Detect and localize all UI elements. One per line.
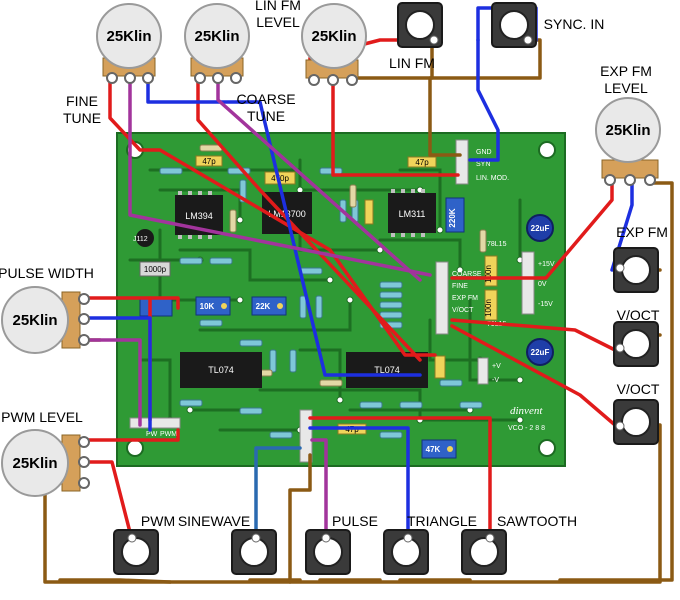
chip-tl074-b-label: TL074: [374, 365, 400, 375]
header-pw-label: PW: [146, 431, 158, 438]
sync-in-jack[interactable]: [491, 2, 537, 48]
sinewave-jack[interactable]: [231, 529, 277, 575]
lin-fm-level-pot-value: 25Klin: [311, 28, 356, 45]
exp-fm-level-pot-value: 25Klin: [605, 122, 650, 139]
header-syn-label: SYN: [476, 161, 490, 168]
cap-47p-b-label: 47p: [415, 158, 429, 167]
chip-lm311-label: LM311: [399, 209, 426, 219]
lin-fm-level-pot[interactable]: 25Klin: [301, 3, 367, 86]
pulse-width-pot[interactable]: 25Klin: [1, 286, 90, 354]
header-fine-label: FINE: [452, 283, 468, 290]
voct-jack-2[interactable]: [613, 399, 659, 445]
cap-47p-a-label: 47p: [202, 157, 216, 166]
header-lin-mod-label: LIN. MOD.: [476, 175, 509, 182]
electrolytic-b-label: 22uF: [531, 348, 550, 357]
fine-tune-pot-value: 25Klin: [106, 28, 151, 45]
cap-470p-label: 470p: [271, 174, 289, 183]
board-id-label: VCO - 2 8 8: [508, 425, 545, 432]
header-plus15v-label: +15V: [538, 261, 555, 268]
header-plus-v-label: +V: [492, 363, 501, 370]
pwm-level-pot-value: 25Klin: [12, 455, 57, 472]
diode-b-label: 100n: [484, 299, 493, 317]
fine-tune-pot[interactable]: 25Klin: [96, 3, 162, 84]
pwm-jack-label: PWM: [141, 513, 175, 529]
coarse-tune-pot-value: 25Klin: [194, 28, 239, 45]
trimmer-22k-label: 22K: [256, 302, 271, 311]
cap-1000p-label: 1000p: [144, 265, 167, 274]
voct-1-jack-label: V/OCT: [617, 307, 660, 323]
jacks: [113, 2, 659, 575]
pwm-jack[interactable]: [113, 529, 159, 575]
coarse-tune-pot[interactable]: 25Klin: [184, 3, 250, 84]
header-minus-v-label: -V: [492, 377, 499, 384]
pwm-level-label: PWM LEVEL: [1, 409, 83, 425]
pwm-level-pot[interactable]: 25Klin: [1, 429, 90, 497]
header-exp-fm-label: EXP FM: [452, 295, 478, 302]
trimmer-10k-label: 10K: [200, 302, 215, 311]
capacitors: 47p 470p 1000p 47p 47p: [139, 155, 498, 435]
chip-lm394-label: LM394: [185, 211, 213, 221]
potentiometers: 25Klin 25Klin 25Klin 25Klin: [1, 3, 661, 497]
header-voct-label: V/OCT: [452, 307, 474, 314]
brand-logo: dinvent: [510, 405, 543, 417]
trimmer-47k-label: 47K: [426, 445, 441, 454]
sawtooth-jack[interactable]: [461, 529, 507, 575]
lin-fm-jack-label: LIN FM: [389, 55, 435, 71]
triangle-jack[interactable]: [383, 529, 429, 575]
chip-tl074-a-label: TL074: [208, 365, 234, 375]
electrolytic-a-label: 22uF: [531, 224, 550, 233]
transistor-j112: J112: [133, 229, 154, 247]
pulse-width-label: PULSE WIDTH: [0, 265, 94, 281]
exp-fm-jack[interactable]: [613, 247, 659, 293]
transistor-label: J112: [133, 236, 148, 243]
diode-a-label: 100n: [484, 265, 493, 283]
sync-in-jack-label: SYNC. IN: [544, 16, 605, 32]
exp-fm-level-pot[interactable]: 25Klin: [595, 97, 661, 186]
header-gnd-label: GND: [476, 149, 492, 156]
trimmer-220k-label: 220K: [448, 208, 457, 227]
triangle-jack-label: TRIANGLE: [407, 513, 477, 529]
pcb-board: LM394 LM13700 LM311 TL074 TL074 47p 470p…: [116, 132, 566, 467]
voct-jack-1[interactable]: [613, 321, 659, 367]
voct-2-jack-label: V/OCT: [617, 381, 660, 397]
pcb-brand: dinvent VCO - 2 8 8: [508, 405, 545, 432]
pulse-jack[interactable]: [305, 529, 351, 575]
electrolytic-caps: 22uF 22uF: [526, 214, 554, 366]
header-pwm-label: PWM: [160, 431, 177, 438]
exp-fm-jack-label: EXP FM: [616, 224, 668, 240]
header-0v-label: 0V: [538, 281, 547, 288]
sawtooth-jack-label: SAWTOOTH: [497, 513, 577, 529]
header-coarse-label: COARSE: [452, 271, 482, 278]
sinewave-jack-label: SINEWAVE: [178, 513, 250, 529]
header-minus15v-label: -15V: [538, 301, 553, 308]
lin-fm-jack[interactable]: [397, 2, 443, 48]
trimmers: 10K 22K 47K 220K: [139, 197, 465, 459]
pcb-headers: GND SYN LIN. MOD. COARSE FINE EXP FM V/O…: [129, 139, 555, 463]
pulse-jack-label: PULSE: [332, 513, 378, 529]
regulator-78l15-label: 78L15: [487, 241, 507, 248]
pulse-width-pot-value: 25Klin: [12, 312, 57, 329]
